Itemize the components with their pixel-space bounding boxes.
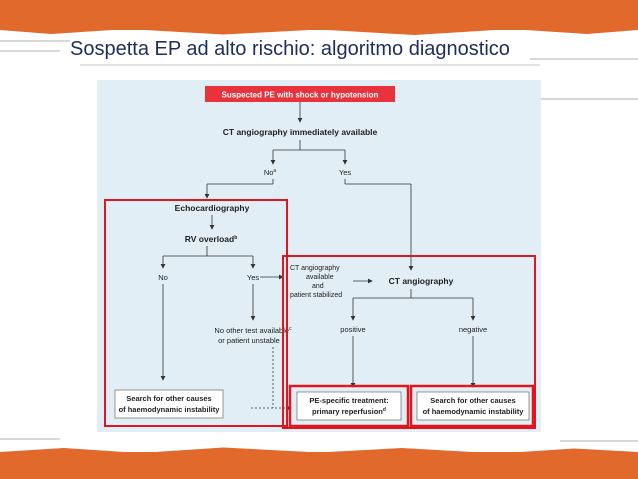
- ct-condition-line2: available: [306, 274, 334, 281]
- negative-label: negative: [459, 325, 487, 334]
- top-decor-band: [0, 0, 638, 30]
- ct-angiography-node: CT angiography: [389, 276, 454, 286]
- decor-scratch-line: [540, 98, 638, 100]
- search-right-line1: Search for other causes: [430, 396, 515, 405]
- ct-condition-line3: and: [312, 283, 324, 290]
- title-underline: [80, 64, 540, 66]
- start-node: [205, 86, 395, 102]
- highlight-box-treatment: [288, 384, 410, 428]
- ct-available-question: CT angiography immediately available: [223, 127, 378, 137]
- no-other-test-note-line2: or patient unstable: [218, 336, 280, 345]
- start-node-label: Suspected PE with shock or hypotension: [222, 91, 379, 100]
- branch-no-label: Noa: [264, 168, 277, 177]
- echo-yes-label: Yes: [247, 273, 259, 282]
- slide-title: Sospetta EP ad alto rischio: algoritmo d…: [70, 38, 510, 60]
- highlight-box-echo-path: [104, 199, 288, 427]
- no-other-test-note: No other test availablec: [214, 326, 292, 335]
- decor-scratch-line: [530, 58, 638, 60]
- echocardiography-node: Echocardiography: [175, 203, 250, 213]
- highlight-box-search-right: [409, 384, 535, 428]
- search-left-line1: Search for other causes: [126, 394, 211, 403]
- decor-scratch-line: [0, 40, 70, 42]
- treatment-line1: PE-specific treatment:: [309, 396, 388, 405]
- ct-condition-line4: patient stabilized: [290, 292, 342, 299]
- decor-scratch-line: [0, 50, 60, 52]
- branch-yes-label: Yes: [339, 168, 351, 177]
- rv-overload-node: RV overloadb: [185, 234, 238, 244]
- positive-label: positive: [340, 325, 365, 334]
- search-right-line2: of haemodynamic instability: [423, 407, 525, 416]
- search-other-causes-right-node: [416, 391, 530, 421]
- treatment-line2: primary reperfusiond: [312, 407, 386, 416]
- flowchart: Suspected PE with shock or hypotension C…: [97, 80, 541, 432]
- decor-scratch-line: [560, 440, 638, 442]
- highlight-box-ct-path: [282, 255, 536, 429]
- bottom-decor-band: [0, 452, 638, 479]
- echo-no-label: No: [158, 273, 168, 282]
- ct-condition-line1: CT angiography: [290, 265, 340, 272]
- diagnostic-algorithm-figure: Suspected PE with shock or hypotension C…: [97, 80, 541, 432]
- search-left-line2: of haemodynamic instability: [119, 405, 221, 414]
- pe-treatment-node: [296, 391, 402, 421]
- search-other-causes-left-node: [114, 389, 224, 419]
- decor-scratch-line: [0, 438, 60, 440]
- top-decor-edge: [0, 26, 638, 35]
